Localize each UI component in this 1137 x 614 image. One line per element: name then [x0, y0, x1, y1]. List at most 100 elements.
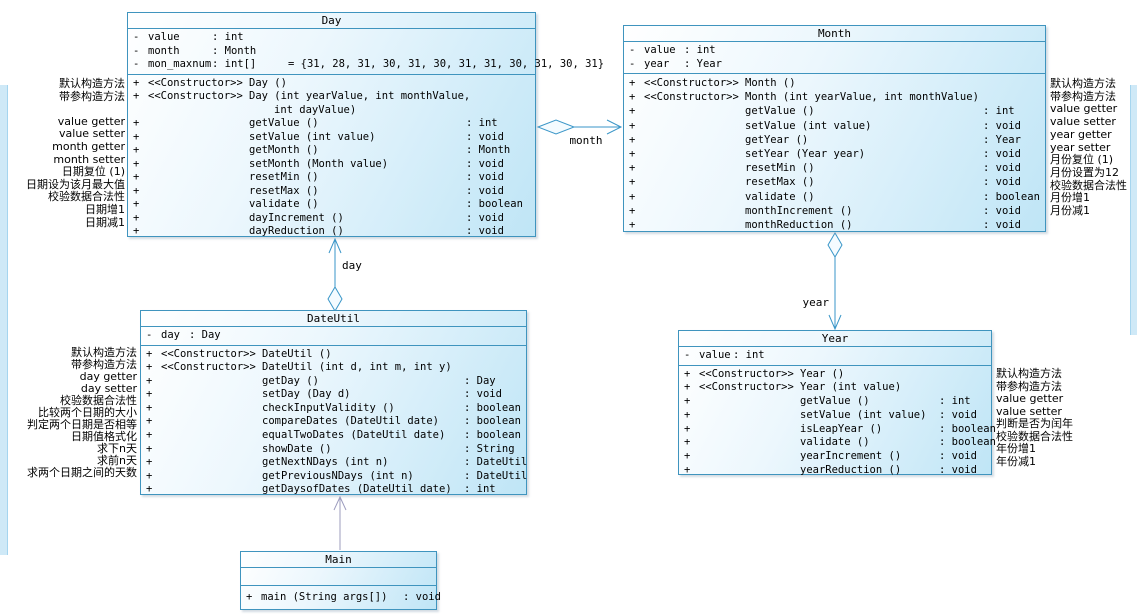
visibility-marker: + — [684, 464, 691, 477]
method-row[interactable]: +resetMax (): void — [624, 175, 1045, 189]
method-row[interactable]: +setYear (Year year): void — [624, 147, 1045, 161]
return-type — [939, 381, 991, 395]
method-signature: getValue () — [745, 105, 815, 118]
annotation-line — [0, 103, 125, 116]
association-month-year[interactable]: year — [803, 232, 843, 331]
annotation-line: 默认构造方法 — [1050, 77, 1116, 90]
method-row[interactable]: +<<Constructor>>Month (int yearValue, in… — [624, 90, 1045, 104]
method-row[interactable]: +resetMin (): void — [624, 161, 1045, 175]
method-row[interactable]: +yearReduction (): void — [679, 464, 991, 478]
method-row[interactable]: +<<Constructor>>Month () — [624, 76, 1045, 90]
stereotype-label — [148, 171, 249, 185]
method-row[interactable]: +getDay (): Day — [141, 375, 526, 389]
method-row[interactable]: +validate (): boolean — [679, 436, 996, 450]
method-row[interactable]: +showDate (): String — [141, 443, 526, 457]
method-signature: validate () — [249, 198, 319, 210]
method-row[interactable]: +getValue (): int — [624, 104, 1045, 118]
method-row[interactable]: +<<Constructor>>DateUtil () — [141, 348, 526, 362]
annotation-line: 带参构造方法 — [1050, 89, 1116, 103]
visibility-marker: - — [629, 57, 636, 70]
method-row[interactable]: +getDaysofDates (DateUtil date): int — [141, 483, 526, 497]
method-row[interactable]: +validate (): boolean — [624, 190, 1045, 204]
method-row[interactable]: +equalTwoDates (DateUtil date): boolean — [141, 429, 526, 443]
stereotype-label — [161, 456, 262, 470]
attribute-row[interactable]: -value: int — [624, 44, 1045, 58]
method-row[interactable]: +<<Constructor>>DateUtil (int d, int m, … — [141, 361, 526, 375]
attribute-row[interactable]: -value: int — [679, 349, 991, 363]
method-row[interactable]: +monthIncrement (): void — [624, 204, 1045, 218]
method-row[interactable]: +dayReduction (): void — [128, 225, 535, 239]
class-box-year[interactable]: Year -value: int +<<Constructor>>Year ()… — [678, 330, 996, 478]
visibility-marker: + — [133, 157, 140, 170]
return-type: : boolean — [939, 436, 996, 449]
return-type — [466, 90, 535, 117]
method-signature: getValue () — [249, 117, 319, 129]
association-dateutil-day[interactable]: day — [327, 237, 362, 312]
method-row[interactable]: +dayIncrement (): void — [128, 212, 535, 226]
return-type — [464, 348, 526, 362]
return-type: : DateUtil — [464, 469, 528, 482]
class-title: Main — [241, 552, 436, 568]
visibility-marker: - — [133, 31, 140, 43]
annotation-line: 带参构造方法 — [71, 358, 137, 371]
class-title: Year — [679, 331, 991, 347]
visibility-marker: + — [146, 361, 153, 374]
annotation-line: 年份减1 — [996, 454, 1036, 468]
association-label-day: day — [342, 259, 362, 272]
method-row[interactable]: +getYear (): Year — [624, 133, 1045, 147]
method-row[interactable]: +setMonth (Month value): void — [128, 158, 535, 172]
attribute-row[interactable]: -mon_maxnum: int[]= {31, 28, 31, 30, 31,… — [128, 58, 604, 72]
method-row[interactable]: +resetMax (): void — [128, 185, 535, 199]
attribute-row[interactable]: -value: int — [128, 31, 535, 45]
class-box-month[interactable]: Month -value: int-year: Year +<<Construc… — [623, 25, 1046, 232]
method-row[interactable]: +setValue (int value): void — [679, 409, 991, 423]
method-row[interactable]: +<<Constructor>>Year () — [679, 368, 991, 382]
visibility-marker: + — [146, 415, 153, 428]
method-row[interactable]: +isLeapYear (): boolean — [679, 423, 996, 437]
visibility-marker: + — [629, 162, 636, 175]
attribute-row[interactable]: -year: Year — [624, 58, 1045, 72]
method-row[interactable]: +resetMin (): void — [128, 171, 535, 185]
annotation-line: year setter — [1050, 140, 1111, 154]
method-row[interactable]: +<<Constructor>>Day (int yearValue, int … — [128, 90, 535, 117]
visibility-marker: + — [629, 176, 636, 189]
method-row[interactable]: +getNextNDays (int n): DateUtil — [141, 456, 527, 470]
method-row[interactable]: +<<Constructor>>Year (int value) — [679, 381, 991, 395]
annotation-line: day getter — [79, 370, 137, 383]
attribute-type: : Month — [212, 44, 257, 57]
return-type: : boolean — [983, 190, 1040, 203]
method-row[interactable]: +setValue (int value): void — [128, 131, 535, 145]
attribute-type: : int — [684, 44, 716, 56]
class-box-main[interactable]: Main +main (String args[]): void — [240, 551, 441, 610]
return-type: : void — [983, 119, 1021, 132]
return-type: : void — [403, 591, 441, 603]
class-box-day[interactable]: Day -value: int-month: Month-mon_maxnum:… — [127, 12, 604, 239]
visibility-marker: + — [146, 469, 153, 482]
method-row[interactable]: +monthReduction (): void — [624, 218, 1045, 232]
method-row[interactable]: +checkInputValidity (): boolean — [141, 402, 526, 416]
class-box-dateutil[interactable]: DateUtil -day: Day +<<Constructor>>DateU… — [140, 310, 527, 495]
method-row[interactable]: +setDay (Day d): void — [141, 388, 526, 402]
dependency-main-dateutil[interactable] — [333, 495, 347, 550]
stereotype-label — [644, 119, 745, 133]
stereotype-label: <<Constructor>> — [644, 77, 739, 89]
method-row[interactable]: +yearIncrement (): void — [679, 450, 991, 464]
method-signature: resetMax () — [745, 176, 815, 189]
method-row[interactable]: +getPreviousNDays (int n): DateUtil — [141, 469, 528, 484]
method-row[interactable]: +main (String args[]): void — [241, 588, 441, 607]
method-row[interactable]: +getMonth (): Month — [128, 144, 535, 158]
method-row[interactable]: +compareDates (DateUtil date): boolean — [141, 415, 526, 429]
return-type: : void — [466, 225, 504, 237]
method-row[interactable]: +getValue (): int — [128, 117, 535, 131]
visibility-marker: + — [146, 388, 153, 401]
annotation-line: 比较两个日期的大小 — [38, 406, 137, 419]
method-row[interactable]: +validate (): boolean — [128, 198, 535, 212]
attribute-row[interactable]: -day: Day — [141, 329, 526, 343]
method-row[interactable]: +<<Constructor>>Day () — [128, 77, 535, 91]
method-row[interactable]: +getValue (): int — [679, 395, 991, 409]
annotation-line: value setter — [1050, 115, 1116, 129]
method-row[interactable]: +setValue (int value): void — [624, 119, 1045, 133]
association-day-month[interactable]: month — [536, 119, 623, 147]
return-type: : void — [466, 130, 504, 143]
attribute-row[interactable]: -month: Month — [128, 45, 535, 59]
